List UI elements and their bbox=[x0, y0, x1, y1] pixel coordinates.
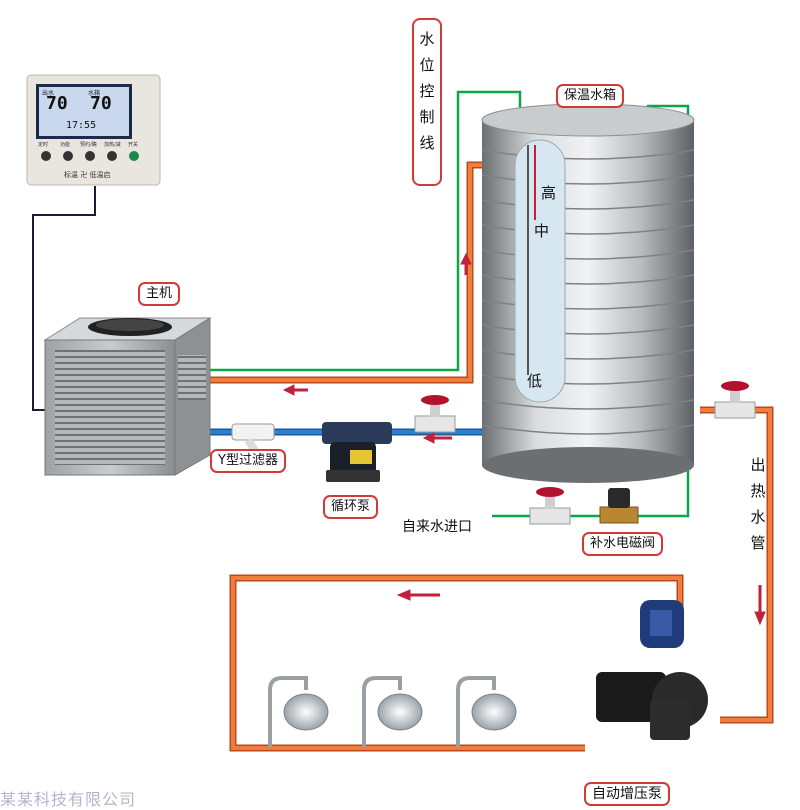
label-circ-pump: 循环泵 bbox=[323, 495, 379, 519]
solenoid-valve bbox=[599, 488, 639, 524]
controller-cable bbox=[32, 186, 96, 411]
label-hot-out: 出热水管 bbox=[750, 456, 766, 552]
label-solenoid: 补水电磁阀 bbox=[582, 532, 664, 556]
controller-buttons: 定时 功能 预约/确 加热/减 开关 bbox=[32, 141, 156, 151]
controller-button-power[interactable]: 开关 bbox=[128, 142, 139, 148]
level-mid: 中 bbox=[534, 222, 550, 240]
valve-inlet bbox=[529, 487, 571, 525]
label-inlet: 自来水进口 bbox=[402, 519, 472, 535]
heat-pump-unit bbox=[43, 317, 212, 476]
watermark-footer: 某某科技有限公司 bbox=[0, 790, 137, 809]
level-high: 高 bbox=[541, 184, 557, 202]
shower-head-3 bbox=[456, 676, 517, 748]
controller-button-function[interactable]: 功能 bbox=[60, 142, 71, 148]
booster-pump bbox=[596, 600, 708, 740]
label-boost-pump: 自动增压泵 bbox=[584, 782, 670, 806]
label-level-wire: 水位控制线 bbox=[412, 18, 442, 186]
label-main-unit: 主机 bbox=[138, 282, 181, 306]
shower-head-2 bbox=[362, 676, 423, 748]
valve-circulation bbox=[414, 395, 456, 433]
hot-return-pipe bbox=[210, 161, 488, 384]
label-y-filter: Y型过滤器 bbox=[210, 449, 286, 473]
level-low: 低 bbox=[527, 372, 543, 390]
controller-button-confirm[interactable]: 预约/确 bbox=[80, 142, 97, 148]
circulation-pump bbox=[322, 422, 392, 482]
valve-outlet bbox=[714, 381, 756, 419]
lcd-time: 17:55 bbox=[66, 120, 97, 131]
flow-arrows bbox=[282, 252, 766, 626]
insulated-tank bbox=[481, 103, 695, 483]
lcd-unit-right: 水箱 bbox=[88, 90, 101, 97]
level-control-wire bbox=[210, 90, 522, 372]
controller-button-heat[interactable]: 加热/减 bbox=[104, 142, 121, 148]
label-tank: 保温水箱 bbox=[556, 84, 625, 108]
shower-head-1 bbox=[268, 676, 329, 748]
lcd-unit-left: 出水 bbox=[42, 90, 55, 97]
controller-panel bbox=[26, 74, 161, 186]
controller-bottom-text: 标温 卍 低温启 bbox=[64, 171, 111, 179]
lcd-temp-right: 70 bbox=[90, 93, 112, 114]
lcd-temp-left: 70 bbox=[46, 93, 68, 114]
controller-button-timer[interactable]: 定时 bbox=[38, 142, 49, 148]
controller-lcd: 出水 70 水箱 70 17:55 bbox=[40, 88, 128, 134]
